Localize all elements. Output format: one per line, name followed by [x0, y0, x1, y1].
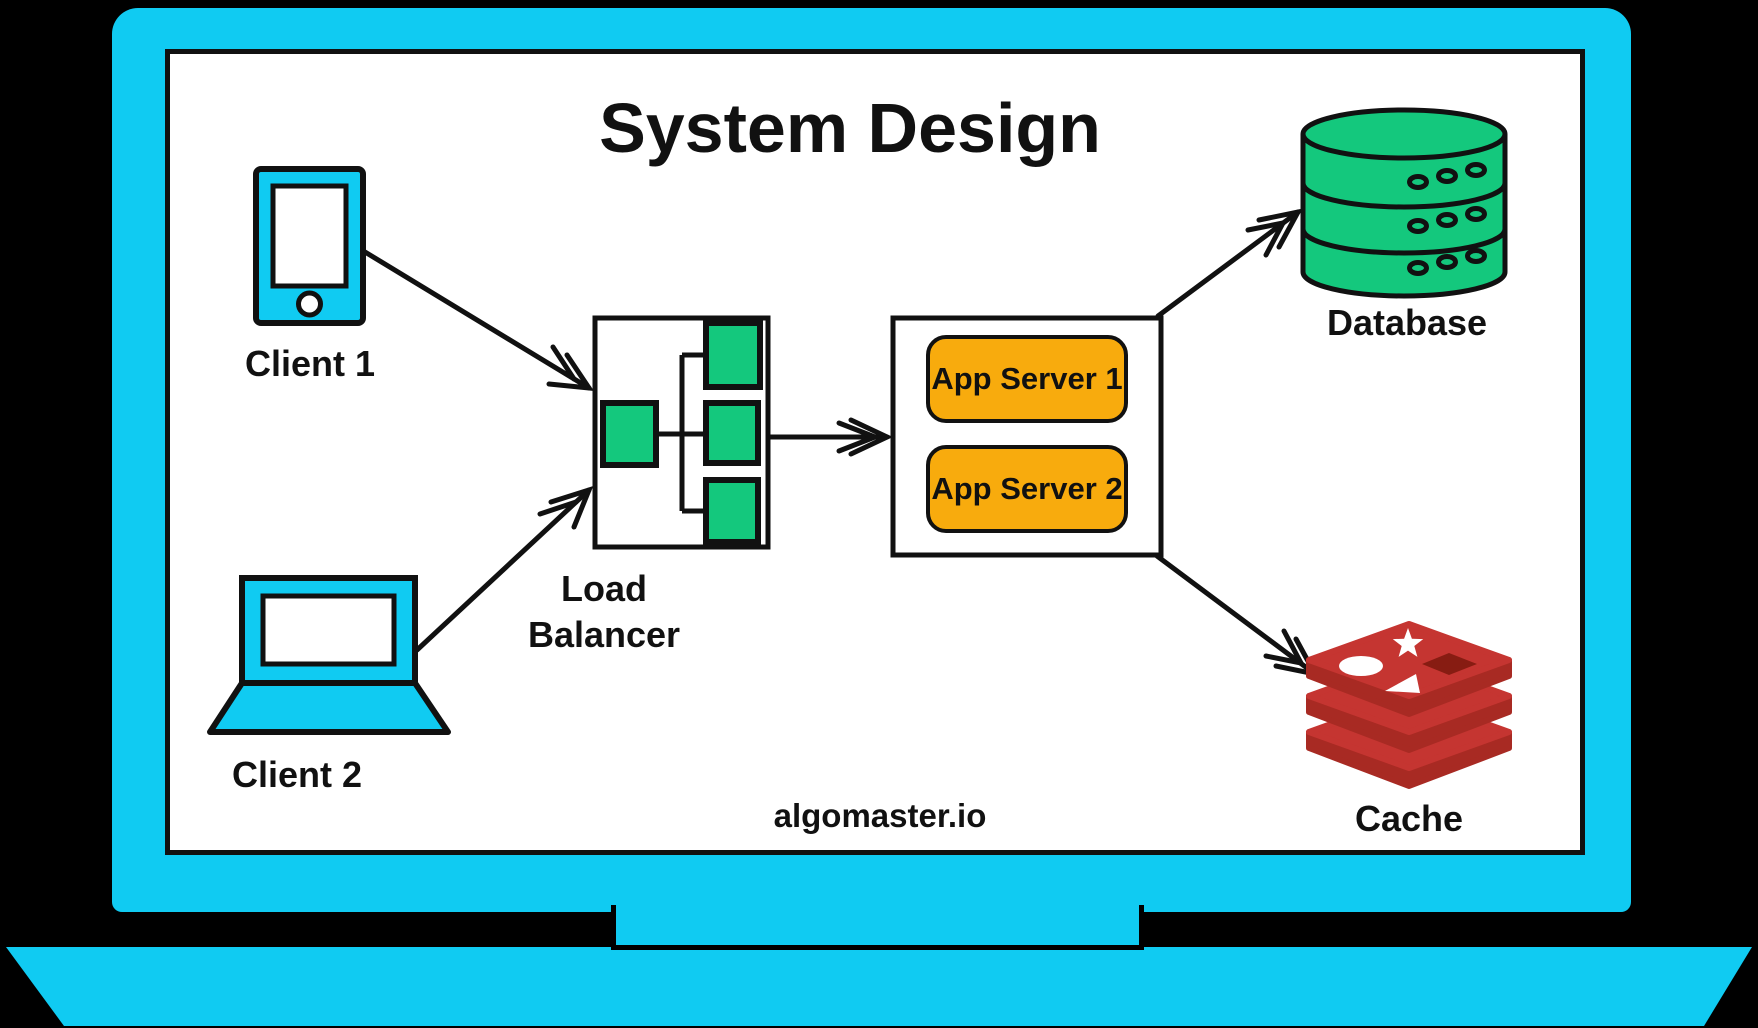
- edge-line: [1154, 553, 1318, 677]
- port-in: [600, 400, 659, 468]
- diagram-title: System Design: [599, 89, 1101, 167]
- arrowhead-icon: [548, 486, 594, 530]
- cache-label: Cache: [1354, 798, 1464, 839]
- arrowhead-icon: [546, 352, 595, 392]
- redis-triangle-shape: [1385, 674, 1420, 693]
- watermark-text: algomaster.io: [773, 797, 987, 834]
- edge-client2-to-load-balancer: [414, 486, 594, 653]
- db-top: [1300, 107, 1508, 161]
- load-balancer-links: [656, 352, 706, 514]
- load-balancer-icon: [592, 315, 771, 550]
- laptop-keyboard-deck: [207, 680, 451, 735]
- edge-line: [362, 249, 592, 391]
- laptop-icon: [207, 575, 451, 735]
- redis-slabs: [1306, 621, 1512, 789]
- database-cylinder-icon: [1300, 107, 1508, 299]
- arrowhead-sketch-stroke: [537, 499, 579, 517]
- laptop-hinge-tab: [611, 905, 1144, 950]
- load-balancer-label-line2: Balancer: [527, 614, 681, 656]
- db-band-line-2: [1300, 228, 1508, 256]
- load-balancer-label-line1: Load: [561, 568, 647, 609]
- app-server-1: App Server 1: [926, 335, 1128, 423]
- edge-app-servers-to-cache: [1154, 553, 1320, 678]
- redis-ellipse-shape: [1339, 656, 1383, 676]
- load-balancer-label: Load Balancer: [528, 566, 680, 658]
- edge-client1-to-load-balancer: [362, 249, 595, 392]
- arrowhead-sketch-stroke: [836, 420, 882, 454]
- database-label: Database: [1326, 302, 1488, 343]
- arrowhead-icon: [848, 417, 893, 457]
- laptop-display: [260, 593, 397, 667]
- phone-screen: [270, 183, 349, 289]
- edge-line: [414, 487, 592, 653]
- client2-label: Client 2: [231, 754, 363, 795]
- load-balancer-ports: [600, 320, 763, 545]
- redis-star-shape: [1392, 628, 1424, 657]
- arrowhead-sketch-stroke: [1263, 628, 1306, 667]
- db-band-line-1: [1300, 182, 1508, 210]
- redis-hole-shape: [1422, 653, 1477, 675]
- edge-app-servers-to-database: [1155, 208, 1303, 319]
- smartphone-icon: [253, 166, 366, 326]
- phone-home-button: [296, 290, 323, 318]
- port-out-1: [703, 320, 763, 390]
- diagram-graphics: [207, 107, 1512, 789]
- diagram-canvas: System Design Client 1 Client 2 Load Bal…: [165, 49, 1585, 855]
- db-indicator-dots: [1407, 162, 1487, 276]
- port-out-3: [703, 477, 761, 545]
- arrowhead-sketch-stroke: [550, 344, 577, 382]
- edge-line: [1155, 209, 1301, 319]
- edge-load-balancer-to-app-servers: [767, 417, 893, 457]
- arrowhead-icon: [1256, 208, 1303, 250]
- redis-stack-icon: [1306, 621, 1512, 789]
- port-out-2: [703, 400, 761, 466]
- client1-label: Client 1: [244, 343, 376, 384]
- app-server-2: App Server 2: [926, 445, 1128, 533]
- arrowhead-sketch-stroke: [1245, 219, 1288, 258]
